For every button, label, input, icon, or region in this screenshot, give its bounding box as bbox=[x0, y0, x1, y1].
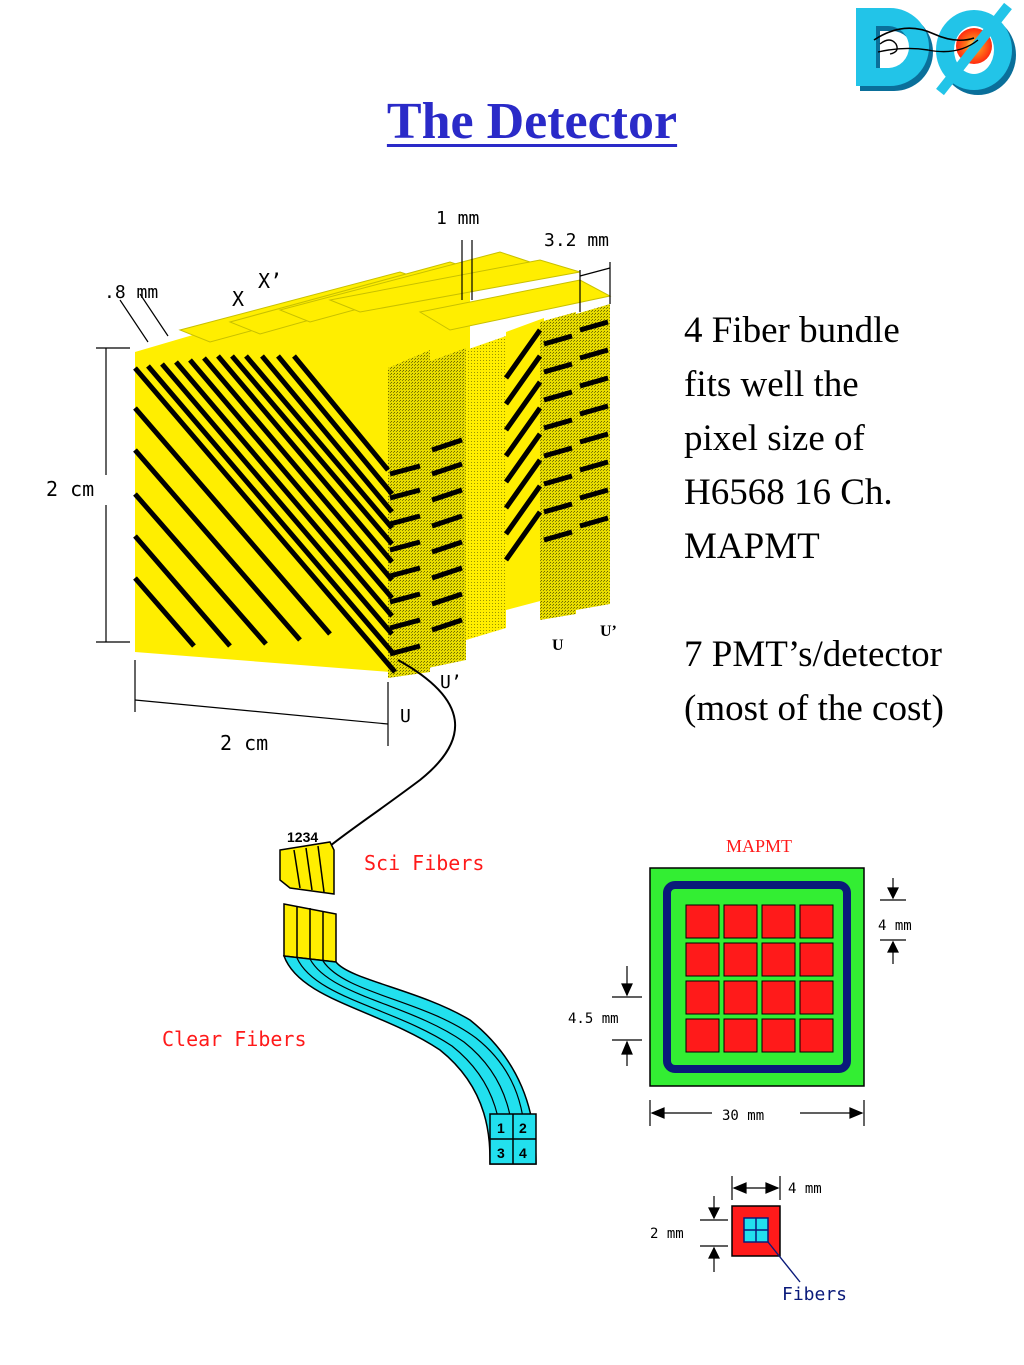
mapmt-pixel bbox=[799, 904, 834, 939]
mapmt-pixel bbox=[761, 942, 796, 977]
d0-logo bbox=[856, 2, 1016, 96]
grid-number-3: 3 bbox=[497, 1145, 505, 1161]
gap-3-2mm-label: 3.2 mm bbox=[544, 230, 609, 251]
pixel-width-label: 4 mm bbox=[788, 1181, 822, 1197]
mapmt-pixel bbox=[723, 980, 758, 1015]
mapmt-pixel bbox=[685, 942, 720, 977]
clear-fiber-bundle: 1 2 3 4 bbox=[282, 903, 537, 1165]
fibers-label: Fibers bbox=[782, 1284, 847, 1305]
fiber-diameter-label: .8 mm bbox=[104, 282, 158, 303]
pixel-size-label: 4 mm bbox=[878, 918, 912, 934]
grid-number-4: 4 bbox=[519, 1145, 527, 1161]
height-label: 2 cm bbox=[46, 477, 94, 501]
description-line: MAPMT bbox=[684, 526, 820, 567]
body-width-label: 30 mm bbox=[722, 1108, 764, 1124]
pixel-height-label: 2 mm bbox=[650, 1226, 684, 1242]
clear-fibers-label: Clear Fibers bbox=[162, 1027, 307, 1051]
mapmt-title: MAPMT bbox=[726, 836, 792, 856]
pixel-pitch-label: 4.5 mm bbox=[568, 1011, 619, 1027]
mapmt-pixel bbox=[799, 1018, 834, 1053]
grid-number-1: 1 bbox=[497, 1120, 505, 1136]
mapmt-body bbox=[649, 867, 865, 1087]
grid-number-2: 2 bbox=[519, 1120, 527, 1136]
u-small-label: U bbox=[552, 637, 564, 654]
connector-numbers: 1234 bbox=[287, 829, 318, 845]
width-label: 2 cm bbox=[220, 731, 268, 755]
mapmt-pixel-grid bbox=[685, 904, 834, 1053]
u-prime-small-label: U’ bbox=[600, 623, 617, 640]
description-line: fits well the bbox=[684, 364, 859, 405]
sci-fiber-connector: 1234 bbox=[279, 829, 335, 895]
x-prime-label: X’ bbox=[258, 269, 282, 293]
mapmt-pixel bbox=[723, 942, 758, 977]
description-line: pixel size of bbox=[684, 418, 865, 459]
pmt-count-description: 7 PMT’s/detector (most of the cost) bbox=[684, 628, 944, 736]
mapmt-pixel bbox=[761, 904, 796, 939]
sci-fibers-label: Sci Fibers bbox=[364, 851, 484, 875]
u-lower-label: U bbox=[400, 706, 411, 727]
u-prime-lower-label: U’ bbox=[440, 672, 462, 693]
mapmt-pixel bbox=[723, 1018, 758, 1053]
fiber-bundle-description: 4 Fiber bundle fits well the pixel size … bbox=[684, 304, 900, 574]
gap-1mm-label: 1 mm bbox=[436, 208, 479, 229]
mapmt-pixel bbox=[723, 904, 758, 939]
description-line: 7 PMT’s/detector bbox=[684, 634, 942, 675]
page-title: The Detector bbox=[386, 93, 678, 150]
mapmt-pixel bbox=[799, 942, 834, 977]
description-line: 4 Fiber bundle bbox=[684, 310, 900, 351]
description-line: H6568 16 Ch. bbox=[684, 472, 893, 513]
mapmt-pixel bbox=[761, 980, 796, 1015]
mapmt-pixel bbox=[685, 980, 720, 1015]
description-line: (most of the cost) bbox=[684, 688, 944, 729]
mapmt-pixel bbox=[685, 1018, 720, 1053]
pixel-dimensions bbox=[700, 1176, 781, 1272]
x-label: X bbox=[232, 287, 244, 311]
detector-block bbox=[133, 251, 612, 678]
mapmt-pixel bbox=[685, 904, 720, 939]
fibers-pointer bbox=[767, 1241, 801, 1283]
mapmt-pixel bbox=[761, 1018, 796, 1053]
dimension-lines bbox=[96, 240, 611, 746]
mapmt-pixel bbox=[799, 980, 834, 1015]
mapmt-dimensions bbox=[612, 878, 906, 1126]
fiber-cable bbox=[329, 659, 457, 847]
